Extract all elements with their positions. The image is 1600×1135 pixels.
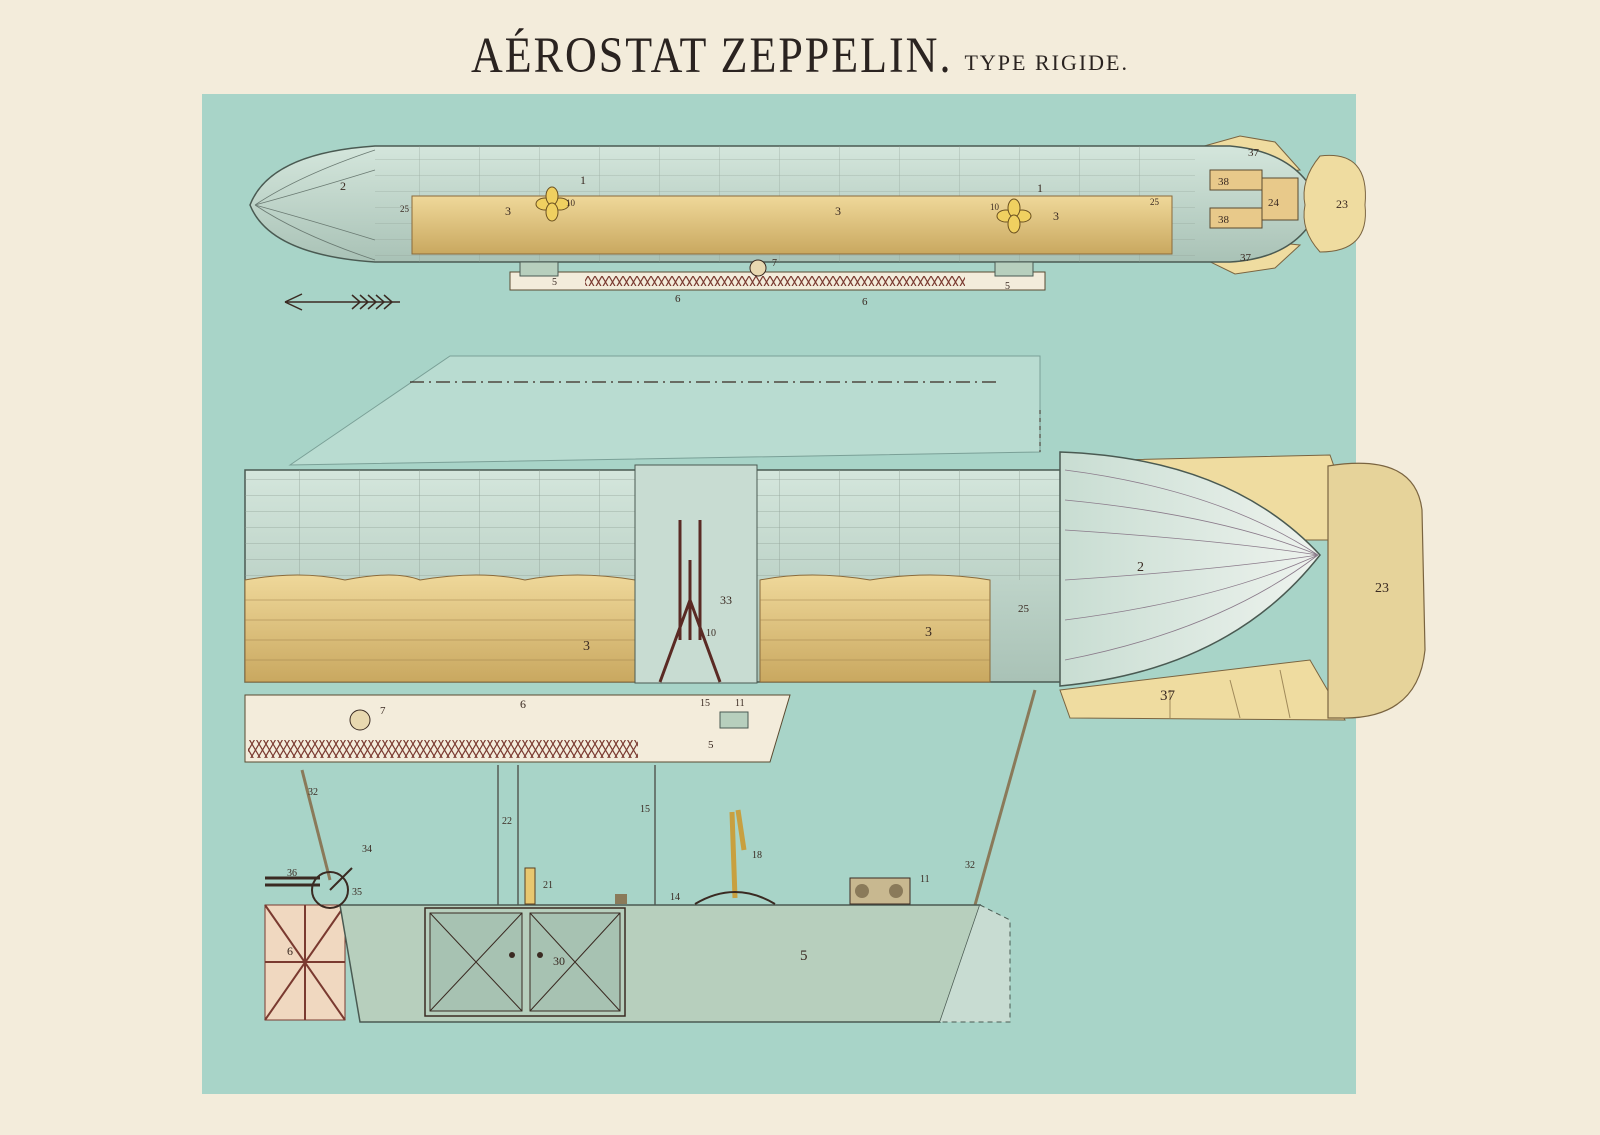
side-label-25: 25 (1018, 603, 1030, 615)
side-engine-bay (634, 464, 758, 684)
gondola-doors (424, 907, 626, 1017)
side-gasbag-front (244, 574, 636, 683)
plate-title: AÉROSTAT ZEPPELIN. TYPE RIGIDE. (0, 27, 1600, 83)
top-label-38a: 38 (1218, 176, 1230, 188)
top-label-24: 24 (1268, 197, 1280, 209)
top-label-37b: 37 (1240, 252, 1252, 264)
top-label-3a: 3 (505, 204, 511, 218)
cable-front (300, 769, 332, 881)
top-label-10b: 10 (990, 202, 1000, 212)
gondola-label-11: 11 (920, 874, 930, 885)
top-label-6b: 6 (862, 296, 868, 308)
gondola-label-14: 14 (670, 892, 680, 903)
side-flap (288, 355, 1041, 466)
lever-18-icon (729, 809, 747, 899)
side-gasbag-rear (759, 574, 991, 683)
gondola-label-6: 6 (287, 944, 293, 958)
gondola-label-32b: 32 (965, 860, 975, 871)
top-label-23: 23 (1336, 197, 1348, 211)
top-label-3b: 3 (835, 204, 841, 218)
side-label-33: 33 (720, 593, 732, 607)
direction-arrow-icon (284, 293, 400, 311)
side-label-3b: 3 (925, 625, 932, 640)
gondola-label-35: 35 (352, 887, 362, 898)
side-label-37: 37 (1160, 688, 1176, 704)
top-label-6a: 6 (675, 293, 681, 305)
lever-21-icon (524, 867, 536, 905)
top-rudder (1303, 154, 1366, 253)
side-nose (1059, 451, 1321, 687)
top-view: 1 1 2 3 3 3 5 5 6 6 7 10 10 23 24 25 25 … (249, 135, 1366, 308)
side-label-15: 15 (700, 698, 710, 709)
top-label-10a: 10 (566, 198, 576, 208)
gondola-label-21: 21 (543, 880, 553, 891)
gondola-view: 5 6 11 14 15 18 21 22 30 32 32 34 35 36 (264, 689, 1037, 1023)
gondola-label-5: 5 (800, 948, 808, 964)
top-label-5b: 5 (1005, 281, 1010, 292)
side-label-11: 11 (735, 698, 745, 709)
gondola-label-34: 34 (362, 844, 372, 855)
gondola-label-32a: 32 (308, 787, 318, 798)
top-label-2: 2 (340, 179, 346, 193)
side-label-10: 10 (706, 628, 716, 639)
steering-wheel-icon (694, 891, 776, 905)
cable-rear (973, 689, 1037, 906)
gondola-label-22: 22 (502, 816, 512, 827)
top-gasbags (411, 195, 1173, 255)
title-subtitle: TYPE RIGIDE. (964, 50, 1129, 75)
gondola-label-18: 18 (752, 850, 762, 861)
side-label-23: 23 (1375, 581, 1389, 596)
side-label-5: 5 (708, 739, 714, 751)
gondola-label-30: 30 (553, 954, 565, 968)
top-label-25a: 25 (400, 204, 410, 214)
side-label-6: 6 (520, 697, 526, 711)
title-main: AÉROSTAT ZEPPELIN. (470, 27, 953, 84)
top-label-1b: 1 (1037, 181, 1043, 195)
top-label-25b: 25 (1150, 197, 1160, 207)
top-label-37a: 37 (1248, 147, 1260, 159)
winch-icon (311, 871, 349, 909)
side-label-3a: 3 (583, 639, 590, 654)
gondola-label-15: 15 (640, 804, 650, 815)
top-propeller-front (535, 186, 570, 222)
side-view: 2 3 3 23 25 33 10 37 7 6 15 11 5 (244, 355, 1426, 763)
top-label-38b: 38 (1218, 214, 1230, 226)
top-label-1: 1 (580, 173, 586, 187)
top-label-3c: 3 (1053, 209, 1059, 223)
gondola-label-36: 36 (287, 868, 297, 879)
top-label-7: 7 (772, 258, 777, 269)
side-label-2: 2 (1137, 560, 1144, 575)
top-label-5a: 5 (552, 277, 557, 288)
side-fin-lower (1059, 659, 1346, 721)
side-label-7: 7 (380, 705, 386, 717)
top-propeller-rear (996, 198, 1032, 234)
side-rudder (1327, 462, 1426, 719)
